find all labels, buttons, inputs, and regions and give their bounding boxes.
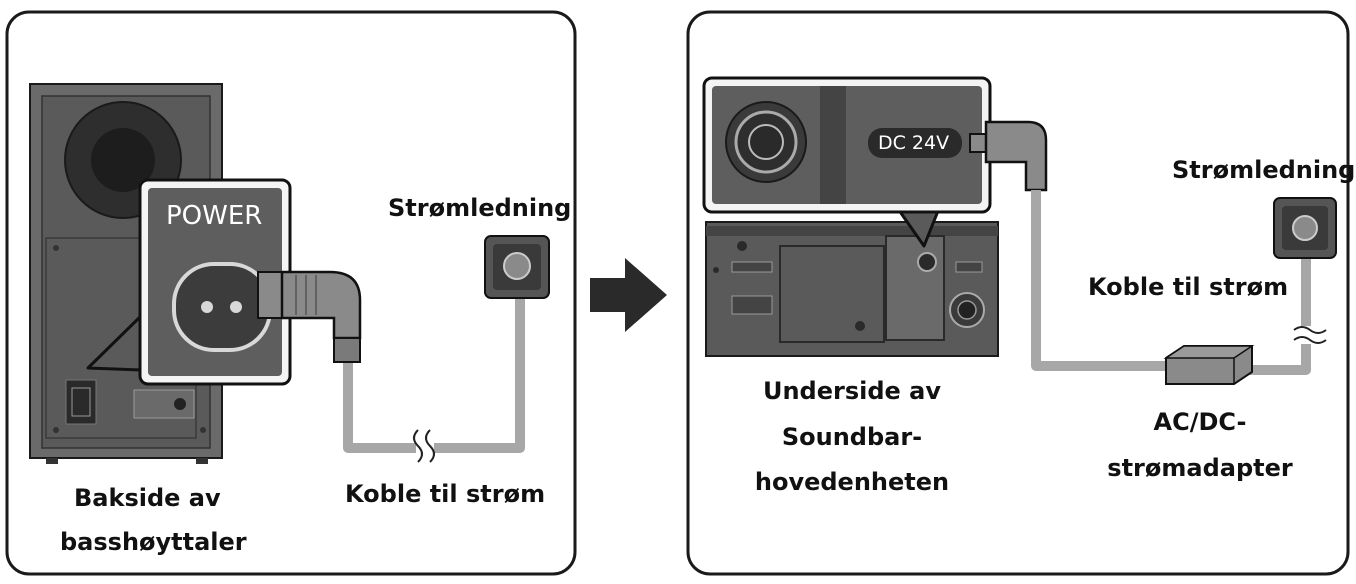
socket-pin-icon [230, 301, 242, 313]
soundbar-underside [705, 221, 999, 357]
adapter-line1: AC/DC- [1153, 408, 1247, 436]
caption-line2-right: Soundbar- [781, 423, 923, 451]
power-adapter-icon [1163, 345, 1255, 385]
arrow-right-icon [590, 258, 667, 332]
socket-pin-icon [201, 301, 213, 313]
dc-port-label: DC 24V [878, 132, 950, 154]
caption-line2-left: basshøyttaler [60, 528, 247, 556]
power-port-label: POWER [166, 201, 263, 231]
adapter-line2: strømadapter [1107, 454, 1293, 482]
connect-label-left: Koble til strøm [345, 480, 546, 508]
power-cable [343, 293, 525, 453]
wall-outlet-icon [1273, 197, 1337, 259]
dc-plug [969, 120, 1048, 192]
figure8-plug [257, 270, 362, 363]
dc-label-badge [868, 128, 962, 158]
outlet-label-right: Strømledning [1172, 156, 1356, 184]
cable-break-icon [1293, 326, 1327, 344]
caption-line1-left: Bakside av [74, 484, 221, 512]
wall-outlet-icon [484, 235, 550, 299]
outlet-label-left: Strømledning [388, 194, 572, 222]
connect-label-right: Koble til strøm [1088, 273, 1289, 301]
cable-break-icon [413, 429, 435, 463]
caption-line1-right: Underside av [762, 377, 942, 405]
caption-line3-right: hovedenheten [754, 468, 950, 496]
